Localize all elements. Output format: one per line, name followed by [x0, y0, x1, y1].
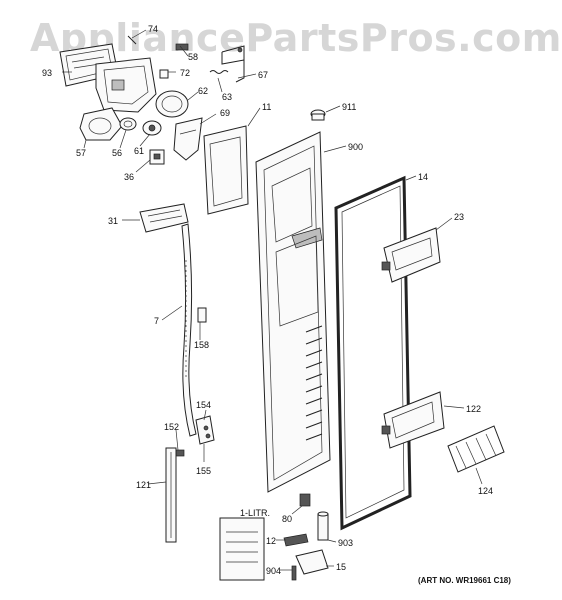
- part-label-122: 122: [466, 404, 482, 414]
- wire-shelf-124: [447, 425, 505, 473]
- part-label-72: 72: [180, 68, 191, 78]
- funnel-housing-part: [95, 57, 157, 113]
- part-label-124: 124: [478, 486, 494, 496]
- part-label-80: 80: [282, 514, 293, 524]
- part-label-911: 911: [342, 102, 357, 112]
- part-label-154: 154: [196, 400, 212, 410]
- part-label-67: 67: [258, 70, 269, 80]
- door-liner-900: [255, 131, 331, 493]
- screw-80: [299, 493, 311, 507]
- art-number: (ART NO. WR19661 C18): [418, 576, 511, 585]
- part-label-12: 12: [266, 536, 277, 546]
- part-label-14: 14: [418, 172, 429, 182]
- part-label-57: 57: [76, 148, 87, 158]
- hinge-154-155: [195, 415, 215, 445]
- door-gasket-14: [334, 175, 412, 531]
- part-label-63: 63: [222, 92, 233, 102]
- leader-lines: [62, 29, 483, 571]
- part-label-152: 152: [164, 422, 180, 432]
- tube-903: [317, 511, 329, 541]
- bracket-67: [221, 45, 245, 83]
- part-label-900: 900: [348, 142, 364, 152]
- switch-36: [149, 149, 165, 165]
- handle-strip-7: [181, 223, 197, 437]
- bracket-152: [175, 449, 185, 457]
- part-label-903: 903: [338, 538, 354, 548]
- part-label-62: 62: [198, 86, 209, 96]
- part-label-93: 93: [42, 68, 53, 78]
- handle-121: [165, 447, 177, 543]
- part-label-11: 11: [262, 102, 272, 112]
- watermark-logo: AppliancePartsPros.com: [30, 16, 562, 60]
- spring-63: [209, 70, 229, 74]
- clip-12: [283, 533, 309, 547]
- part-label-155: 155: [196, 466, 212, 476]
- part-label-61: 61: [134, 146, 145, 156]
- card-label: 1-LITR.: [240, 508, 271, 518]
- ring-62: [155, 90, 189, 118]
- part-label-121: 121: [136, 480, 152, 490]
- part-label-904: 904: [266, 566, 282, 576]
- part-label-56: 56: [112, 148, 123, 158]
- dispenser-frame-11: [203, 125, 249, 215]
- screw-904: [291, 565, 297, 581]
- part-label-23: 23: [454, 212, 465, 222]
- flapper-69: [173, 117, 203, 161]
- door-bin-23: [381, 227, 441, 283]
- part-label-7: 7: [154, 316, 160, 326]
- grille-31: [139, 203, 189, 233]
- part-label-58: 58: [188, 52, 199, 62]
- part-label-69: 69: [220, 108, 231, 118]
- instruction-card: [219, 517, 265, 581]
- part-label-31: 31: [108, 216, 119, 226]
- small-parts-58-74-72: [127, 35, 189, 79]
- part-label-158: 158: [194, 340, 210, 350]
- plug-911: [310, 109, 326, 121]
- part-label-36: 36: [124, 172, 135, 182]
- door-bin-122: [381, 391, 445, 449]
- part-158: [197, 307, 207, 323]
- part-label-74: 74: [148, 24, 159, 34]
- motor-57: [79, 107, 123, 141]
- gear-56: [119, 117, 137, 131]
- coupler-61: [142, 120, 162, 136]
- nozzle-15: [295, 549, 329, 575]
- part-label-15: 15: [336, 562, 347, 572]
